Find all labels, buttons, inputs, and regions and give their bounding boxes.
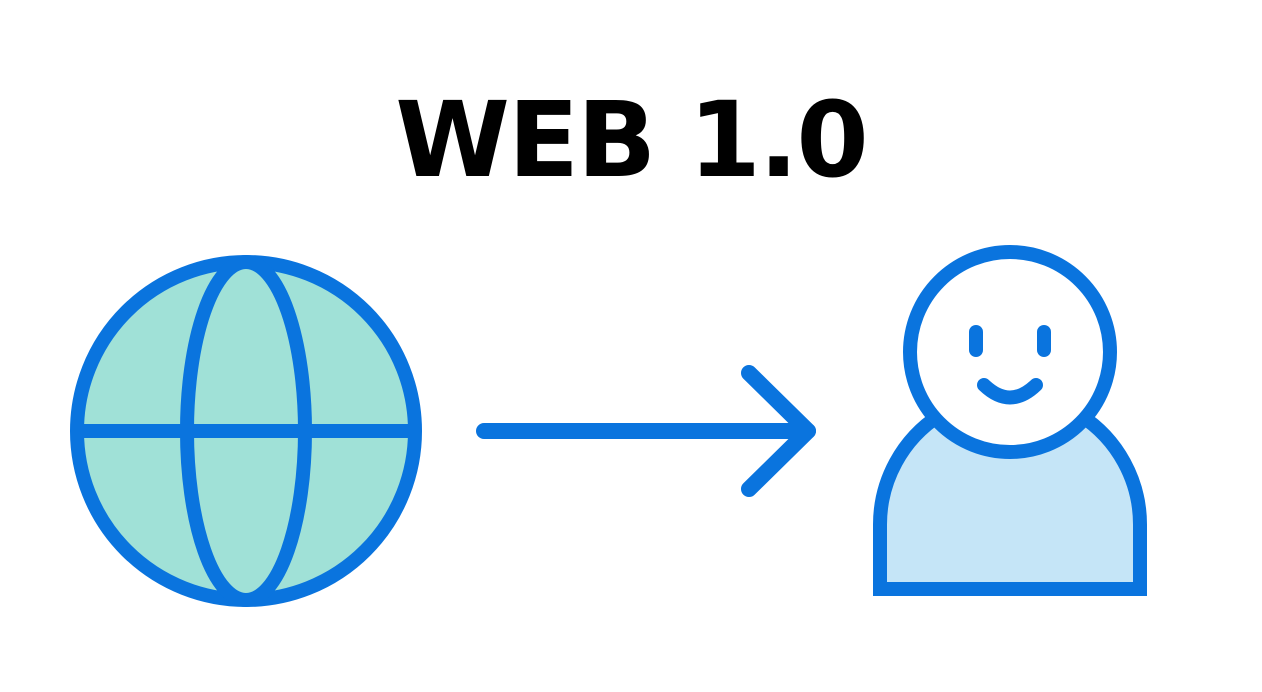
globe-icon [70,255,422,607]
arrow-head [741,365,816,497]
person-head [903,245,1117,459]
arrow-right-icon [476,365,816,497]
person-smile [977,378,1043,405]
page-title: WEB 1.0 [395,79,868,201]
smiling-person-icon [872,245,1148,596]
